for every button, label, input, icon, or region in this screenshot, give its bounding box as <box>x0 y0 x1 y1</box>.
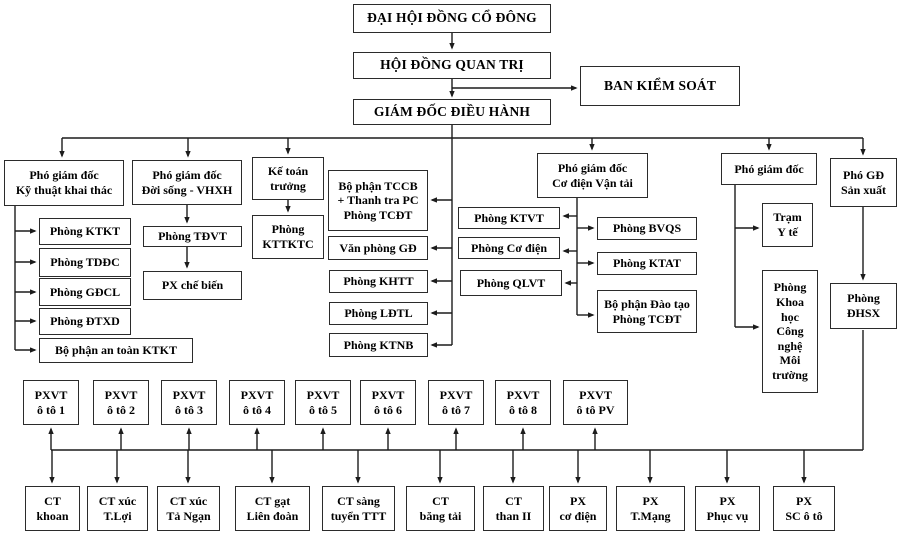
node-ct-xuc-ta-ngan: CT xúc Tả Ngạn <box>157 486 220 531</box>
node-pxvt-oto-1: PXVT ô tô 1 <box>23 380 79 425</box>
node-phong-khtt: Phòng KHTT <box>329 270 428 293</box>
node-tram-y-te: Trạm Y tế <box>762 203 813 247</box>
node-px-phuc-vu: PX Phục vụ <box>695 486 760 531</box>
node-phong-dhsx: Phòng ĐHSX <box>830 283 897 329</box>
node-phong-ldtl: Phòng LĐTL <box>329 302 428 325</box>
node-pxvt-oto-2: PXVT ô tô 2 <box>93 380 149 425</box>
node-giam-doc-dieu-hanh: GIÁM ĐỐC ĐIỀU HÀNH <box>353 99 551 125</box>
node-pxvt-oto-4: PXVT ô tô 4 <box>229 380 285 425</box>
node-bo-phan-tccb: Bộ phận TCCB + Thanh tra PC Phòng TCĐT <box>328 170 428 231</box>
node-pxvt-oto-pv: PXVT ô tô PV <box>563 380 628 425</box>
node-pxvt-oto-5: PXVT ô tô 5 <box>295 380 351 425</box>
node-dai-hoi-dong-co-dong: ĐẠI HỘI ĐỒNG CỔ ĐÔNG <box>353 4 551 33</box>
node-phong-khcn-moi-truong: Phòng Khoa học Công nghệ Môi trường <box>762 270 818 393</box>
node-px-che-bien: PX chế biến <box>143 271 242 300</box>
node-ct-gat-lien-doan: CT gạt Liên đoàn <box>235 486 310 531</box>
node-ct-sang-tuyen: CT sàng tuyển TTT <box>322 486 395 531</box>
node-phong-gdcl: Phòng GĐCL <box>39 278 131 306</box>
node-phong-dtxd: Phòng ĐTXD <box>39 308 131 335</box>
node-phong-qlvt: Phòng QLVT <box>460 270 562 296</box>
node-ke-toan-truong: Kế toán trưởng <box>252 157 324 200</box>
node-pxvt-oto-3: PXVT ô tô 3 <box>161 380 217 425</box>
node-px-sc-oto: PX SC ô tô <box>773 486 835 531</box>
node-phong-tdvt: Phòng TĐVT <box>143 226 242 247</box>
node-pgd-doi-song-vhxh: Phó giám đốc Đời sống - VHXH <box>132 160 242 205</box>
node-pho-giam-doc: Phó giám đốc <box>721 153 817 185</box>
node-ban-kiem-soat: BAN KIỂM SOÁT <box>580 66 740 106</box>
node-phong-ktnb: Phòng KTNB <box>329 333 428 357</box>
node-pgd-san-xuat: Phó GĐ Sản xuất <box>830 158 897 207</box>
node-pxvt-oto-8: PXVT ô tô 8 <box>495 380 551 425</box>
node-pxvt-oto-7: PXVT ô tô 7 <box>428 380 484 425</box>
node-ct-than-2: CT than II <box>483 486 544 531</box>
node-phong-co-dien: Phòng Cơ điện <box>458 237 560 259</box>
node-hoi-dong-quan-tri: HỘI ĐỒNG QUAN TRỊ <box>353 52 551 79</box>
node-ct-bang-tai: CT băng tải <box>406 486 475 531</box>
node-pgd-ky-thuat-khai-thac: Phó giám đốc Kỹ thuật khai thác <box>4 160 124 206</box>
node-pxvt-oto-6: PXVT ô tô 6 <box>360 380 416 425</box>
node-phong-bvqs: Phòng BVQS <box>597 217 697 240</box>
node-bo-phan-dao-tao: Bộ phận Đào tạo Phòng TCĐT <box>597 290 697 333</box>
node-phong-ktat: Phòng KTAT <box>597 252 697 275</box>
node-phong-tddc: Phòng TDĐC <box>39 248 131 277</box>
node-phong-kttktc: Phòng KTTKTC <box>252 215 324 259</box>
node-ct-xuc-tloi: CT xúc T.Lợi <box>87 486 148 531</box>
node-pgd-co-dien-van-tai: Phó giám đốc Cơ điện Vận tải <box>537 153 648 198</box>
node-ct-khoan: CT khoan <box>25 486 80 531</box>
node-van-phong-gd: Văn phòng GĐ <box>328 236 428 260</box>
node-px-tmang: PX T.Mạng <box>616 486 685 531</box>
node-phong-ktvt: Phòng KTVT <box>458 207 560 229</box>
node-bo-phan-an-toan: Bộ phận an toàn KTKT <box>39 338 193 363</box>
node-phong-ktkt: Phòng KTKT <box>39 218 131 245</box>
node-px-co-dien: PX cơ điện <box>549 486 607 531</box>
